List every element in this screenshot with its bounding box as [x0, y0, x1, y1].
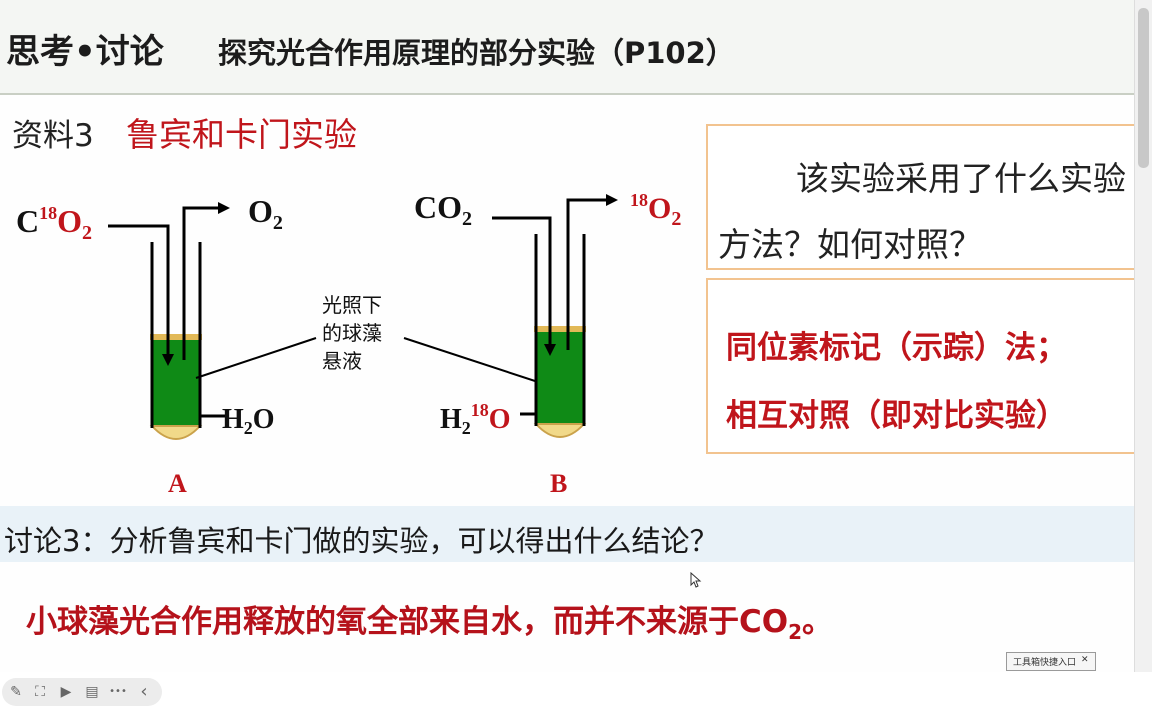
pointer-to-tube-b [403, 337, 539, 383]
conclusion-tail: 。 [802, 604, 834, 640]
answer-box: 同位素标记（示踪）法； 相互对照（即对比实验） [706, 278, 1134, 454]
tube-b-liquid [536, 332, 584, 424]
tube-b-outlet-arrow [606, 194, 618, 206]
tube-a-inlet-pipe [108, 224, 170, 360]
bottom-bar [0, 672, 1152, 720]
discussion-question: 讨论3：分析鲁宾和卡门做的实验，可以得出什么结论？ [4, 524, 719, 558]
tube-a-rim [150, 334, 202, 340]
tube-a-liquid [152, 340, 200, 426]
material-title: 鲁宾和卡门实验 [126, 115, 357, 154]
answer-line-1: 同位素标记（示踪）法； [726, 330, 1067, 366]
question-box: 该实验采用了什么实验 方法？如何对照？ [706, 124, 1134, 270]
chat-icon[interactable]: ▤ [85, 684, 99, 700]
tube-a-output-label: O2 [248, 193, 283, 234]
tube-b-water-label: H218O [440, 400, 511, 438]
tube-a: C18O2 O2 H2O A [16, 193, 283, 498]
tube-b-inlet-pipe [492, 216, 552, 350]
slide-subtitle: 探究光合作用原理的部分实验（P102） [218, 36, 735, 70]
tube-b-rim [534, 326, 586, 332]
title-bar: 思考•讨论 探究光合作用原理的部分实验（P102） [0, 0, 1134, 95]
question-line-2: 方法？如何对照？ [718, 225, 982, 264]
conclusion-main: 小球藻光合作用释放的氧全部来自水，而并不来源于CO [26, 604, 789, 640]
tube-a-bottom [149, 425, 203, 440]
tube-a-input-label: C18O2 [16, 203, 92, 244]
tube-b: CO2 18O2 H218O B [414, 189, 681, 498]
screenshot-icon[interactable]: ⛶ [35, 684, 45, 700]
question-line-1: 该实验采用了什么实验 [796, 159, 1126, 198]
tube-a-water-label: H2O [222, 404, 275, 438]
player-toolbar: ✎ ⛶ ▶ ▤ ••• ‹ [2, 678, 162, 706]
slide: 思考•讨论 探究光合作用原理的部分实验（P102） 资料3 鲁宾和卡门实验 C1… [0, 0, 1134, 645]
suspension-label-line2: 的球藻 [322, 321, 382, 345]
conclusion-text: 小球藻光合作用释放的氧全部来自水，而并不来源于CO2。 [26, 596, 833, 644]
toolbox-shortcut-widget[interactable]: 工具箱快捷入口 ✕ [1006, 652, 1096, 671]
tube-b-letter: B [550, 469, 567, 498]
slide-title: 思考•讨论 [6, 32, 164, 72]
tube-a-letter: A [168, 469, 187, 498]
tube-a-outlet-pipe [182, 206, 222, 360]
material-label: 资料3 [12, 118, 94, 154]
tube-b-outlet-pipe [566, 198, 610, 350]
tube-b-input-label: CO2 [414, 189, 472, 230]
tube-b-bottom [533, 423, 587, 438]
conclusion-subscript: 2 [788, 620, 803, 645]
tube-b-inlet-arrow [544, 344, 556, 356]
collapse-icon[interactable]: ‹ [140, 681, 148, 702]
more-icon[interactable]: ••• [109, 686, 127, 697]
answer-line-2: 相互对照（即对比实验） [726, 398, 1067, 434]
toolbox-shortcut-label[interactable]: 工具箱快捷入口 [1013, 658, 1077, 668]
mouse-cursor-icon [690, 572, 702, 588]
tube-a-inlet-arrow [162, 354, 174, 366]
close-icon[interactable]: ✕ [1081, 655, 1089, 665]
pointer-to-tube-a [195, 337, 317, 379]
vertical-scrollbar[interactable] [1134, 0, 1152, 672]
pen-icon[interactable]: ✎ [10, 684, 22, 700]
experiment-diagram: C18O2 O2 H2O A 光照下 的球藻 悬液 CO2 18O2 [16, 189, 681, 498]
suspension-label-line1: 光照下 [322, 293, 382, 317]
tube-a-outlet-arrow [218, 202, 230, 214]
camera-icon[interactable]: ▶ [60, 684, 72, 700]
discussion-bar: 讨论3：分析鲁宾和卡门做的实验，可以得出什么结论？ [0, 506, 1134, 562]
suspension-label-line3: 悬液 [322, 349, 362, 373]
suspension-label: 光照下 的球藻 悬液 [195, 293, 539, 383]
scrollbar-thumb[interactable] [1138, 8, 1149, 168]
tube-b-output-label: 18O2 [630, 190, 681, 230]
